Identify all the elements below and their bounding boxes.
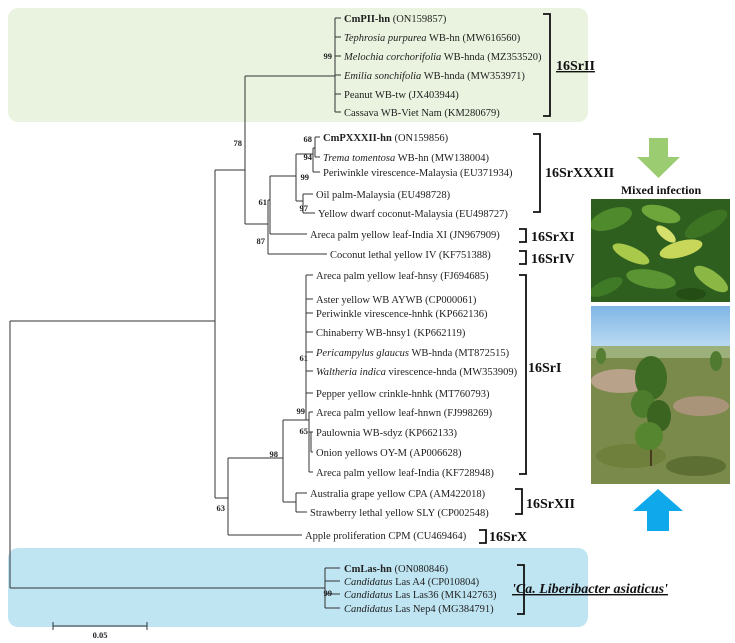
taxon-label: Pericampylus glaucus WB-hnda (MT872515)	[315, 348, 510, 359]
taxon-label: Areca palm yellow leaf-hnsy (FJ694685)	[316, 271, 489, 282]
taxon-label: Waltheria indica virescence-hnda (MW3539…	[316, 367, 518, 378]
taxon-label: Peanut WB-tw (JX403944)	[344, 90, 459, 101]
taxon-label: Melochia corchorifolia WB-hnda (MZ353520…	[343, 52, 542, 63]
group-label-16srX: 16SrX	[489, 530, 527, 545]
taxon-label: Candidatus Las Las36 (MK142763)	[344, 590, 497, 601]
group-label-16srI: 16SrI	[528, 361, 561, 376]
taxon-label: Yellow dwarf coconut-Malaysia (EU498727)	[318, 209, 508, 220]
tree-branches	[9, 17, 341, 609]
taxon-label: Trema tomentosa WB-hn (MW138004)	[323, 153, 489, 164]
green-band-16srII	[8, 8, 588, 122]
group-brackets	[479, 13, 551, 615]
taxon-label: Onion yellows OY-M (AP006628)	[316, 448, 462, 459]
scale-bar-label: 0.05	[93, 630, 108, 640]
group-label-16srIV: 16SrIV	[531, 252, 575, 267]
taxon-label: Aster yellow WB AYWB (CP000061)	[316, 295, 477, 306]
group-labels: 16SrII 16SrXXXII 16SrXI 16SrIV 16SrI 16S…	[489, 59, 668, 597]
down-arrow-icon	[637, 138, 680, 178]
taxon-label: Tephrosia purpurea WB-hn (MW616560)	[344, 33, 521, 44]
taxon-label: Oil palm-Malaysia (EU498728)	[316, 190, 451, 201]
bootstrap-label: 68	[304, 134, 313, 144]
taxon-label: Periwinkle virescence-Malaysia (EU371934…	[323, 168, 513, 179]
taxon-label: CmPXXXII-hn (ON159856)	[323, 133, 449, 144]
bootstrap-label: 99	[324, 51, 333, 61]
group-label-las: 'Ca. Liberibacter asiaticus'	[512, 582, 668, 597]
taxon-label: Coconut lethal yellow IV (KF751388)	[330, 250, 491, 261]
group-label-16srXII: 16SrXII	[526, 497, 575, 512]
taxon-label: Candidatus Las A4 (CP010804)	[344, 577, 480, 588]
bootstrap-label: 99	[297, 406, 306, 416]
bootstrap-label: 61	[300, 353, 309, 363]
taxon-label: Candidatus Las Nep4 (MG384791)	[344, 604, 494, 615]
bootstrap-values: 99 78 68 94 99 97 61 87 61 99 65 98 63 9…	[217, 51, 333, 598]
taxon-label: CmLas-hn (ON080846)	[344, 564, 449, 575]
bootstrap-label: 99	[324, 588, 333, 598]
taxon-label: Cassava WB-Viet Nam (KM280679)	[344, 108, 500, 119]
taxon-label: Areca palm yellow leaf-India XI (JN96790…	[310, 230, 500, 241]
taxa-labels: CmPII-hn (ON159857) Tephrosia purpurea W…	[305, 14, 542, 615]
bootstrap-label: 98	[270, 449, 279, 459]
bootstrap-label: 63	[217, 503, 226, 513]
taxon-label: Strawberry lethal yellow SLY (CP002548)	[310, 508, 489, 519]
taxon-label: Areca palm yellow leaf-India (KF728948)	[316, 468, 494, 479]
taxon-label: Emilia sonchifolia WB-hnda (MW353971)	[343, 71, 525, 82]
leaf-closeup-photo	[591, 199, 730, 302]
scale-bar: 0.05	[52, 622, 148, 640]
bootstrap-label: 99	[301, 172, 310, 182]
bootstrap-label: 94	[304, 152, 313, 162]
taxon-label: Chinaberry WB-hnsy1 (KP662119)	[316, 328, 466, 339]
taxon-label: Paulownia WB-sdyz (KP662133)	[316, 428, 457, 439]
bootstrap-label: 61	[259, 197, 268, 207]
bootstrap-label: 65	[300, 426, 309, 436]
taxon-label: Periwinkle virescence-hnhk (KP662136)	[316, 309, 488, 320]
field-tree-photo	[591, 306, 730, 484]
taxon-label: CmPII-hn (ON159857)	[344, 14, 447, 25]
taxon-label: Areca palm yellow leaf-hnwn (FJ998269)	[316, 408, 493, 419]
taxon-label: Australia grape yellow CPA (AM422018)	[310, 489, 486, 500]
taxon-label: Pepper yellow crinkle-hnhk (MT760793)	[316, 389, 490, 400]
group-label-16srXXXII: 16SrXXXII	[545, 166, 614, 181]
bootstrap-label: 97	[300, 203, 309, 213]
bootstrap-label: 87	[257, 236, 266, 246]
bootstrap-label: 78	[234, 138, 243, 148]
group-label-16srII: 16SrII	[556, 59, 595, 74]
mixed-infection-label: Mixed infection	[620, 183, 702, 197]
group-label-16srXI: 16SrXI	[531, 230, 575, 245]
taxon-label: Apple proliferation CPM (CU469464)	[305, 531, 467, 542]
up-arrow-icon	[633, 489, 683, 531]
